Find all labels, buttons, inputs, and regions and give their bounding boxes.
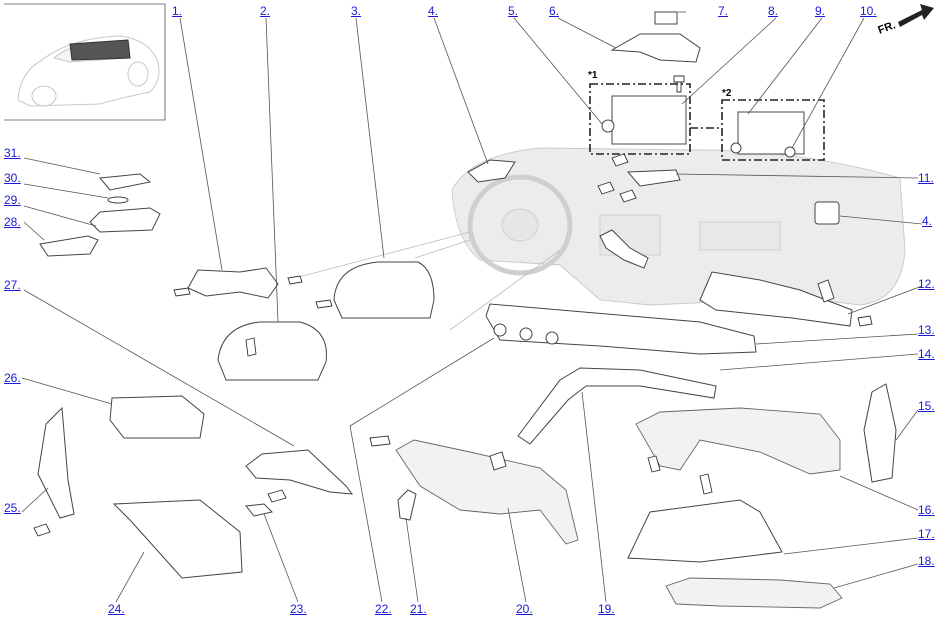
part-26-panel xyxy=(109,395,205,439)
part-6-7 xyxy=(610,11,701,93)
part-1-screw xyxy=(287,275,303,285)
part-24-lower-panel xyxy=(112,499,243,579)
part-17-glovebox xyxy=(627,499,783,563)
callout-8[interactable]: 8. xyxy=(768,4,779,18)
callout-2[interactable]: 2. xyxy=(260,4,271,18)
part-4-right-vent xyxy=(814,201,840,225)
callout-9[interactable]: 9. xyxy=(815,4,826,18)
part-1-bolt xyxy=(173,287,191,297)
part-12-bolt-1 xyxy=(817,279,835,303)
callout-7[interactable]: 7. xyxy=(718,4,729,18)
callout-21[interactable]: 21. xyxy=(410,602,427,616)
parts-28-31 xyxy=(39,173,161,257)
part-27-knee-panel xyxy=(245,449,354,495)
part-21-bracket xyxy=(397,489,417,521)
callout-13[interactable]: 13. xyxy=(918,323,935,337)
callout-1[interactable]: 1. xyxy=(172,4,183,18)
callout-20[interactable]: 20. xyxy=(516,602,533,616)
part-23-bolt xyxy=(267,489,287,503)
callout-6[interactable]: 6. xyxy=(549,4,560,18)
callout-27[interactable]: 27. xyxy=(4,278,21,292)
part-14-knob-1 xyxy=(493,323,507,337)
part-12-bolt-2 xyxy=(857,315,873,327)
callout-5[interactable]: 5. xyxy=(508,4,519,18)
part-14-knob-2 xyxy=(519,327,533,341)
callout-15[interactable]: 15. xyxy=(918,399,935,413)
part-12-bracket xyxy=(699,271,853,327)
part-3-screw xyxy=(315,299,333,309)
callout-12[interactable]: 12. xyxy=(918,277,935,291)
callout-26[interactable]: 26. xyxy=(4,371,21,385)
front-arrow-icon xyxy=(898,4,934,27)
part-3-meter xyxy=(333,261,435,319)
callout-22[interactable]: 22. xyxy=(375,602,392,616)
part-16-screw-2 xyxy=(699,473,713,495)
callout-18[interactable]: 18. xyxy=(918,554,935,568)
air-duct xyxy=(599,229,649,269)
part-14-knob-3 xyxy=(545,331,559,345)
callout-24[interactable]: 24. xyxy=(108,602,125,616)
callout-29[interactable]: 29. xyxy=(4,193,21,207)
callout-25[interactable]: 25. xyxy=(4,501,21,515)
callout-4-top[interactable]: 4. xyxy=(428,4,439,18)
note-variant-1: *1 xyxy=(588,70,598,81)
part-23-bracket xyxy=(245,503,273,517)
bracket-11 xyxy=(597,153,681,203)
part-18-lower-cover xyxy=(665,577,843,609)
part-25-panel xyxy=(37,406,75,519)
part-2-hood xyxy=(217,321,327,381)
part-4-left-vent xyxy=(467,159,516,183)
part-25-bolt xyxy=(33,523,51,537)
part-20-bolt-1 xyxy=(369,435,391,447)
part-1-bracket xyxy=(187,267,279,299)
note-variant-2: *2 xyxy=(722,88,732,99)
leader-lines xyxy=(21,11,923,603)
vehicle-locator-inset xyxy=(4,3,166,121)
callout-16[interactable]: 16. xyxy=(918,503,935,517)
part-20-bolt-2 xyxy=(489,451,507,471)
callout-11[interactable]: 11. xyxy=(918,171,934,185)
callout-4-right[interactable]: 4. xyxy=(922,214,933,228)
part-20-reinforcement xyxy=(395,439,579,545)
callout-30[interactable]: 30. xyxy=(4,171,21,185)
callout-17[interactable]: 17. xyxy=(918,527,935,541)
display-variants xyxy=(589,83,825,161)
part-19-trim xyxy=(517,367,717,445)
part-2-screw xyxy=(245,337,257,357)
callout-19[interactable]: 19. xyxy=(598,602,615,616)
callout-23[interactable]: 23. xyxy=(290,602,307,616)
callout-3[interactable]: 3. xyxy=(351,4,362,18)
callout-10[interactable]: 10. xyxy=(860,4,877,18)
callout-28[interactable]: 28. xyxy=(4,215,21,229)
part-16-glovebox-frame xyxy=(635,407,841,475)
part-15-side-cover xyxy=(863,383,897,483)
part-16-screw-1 xyxy=(647,455,661,473)
dashboard-ghost xyxy=(294,147,906,331)
callout-31[interactable]: 31. xyxy=(4,146,21,160)
callout-14[interactable]: 14. xyxy=(918,347,935,361)
